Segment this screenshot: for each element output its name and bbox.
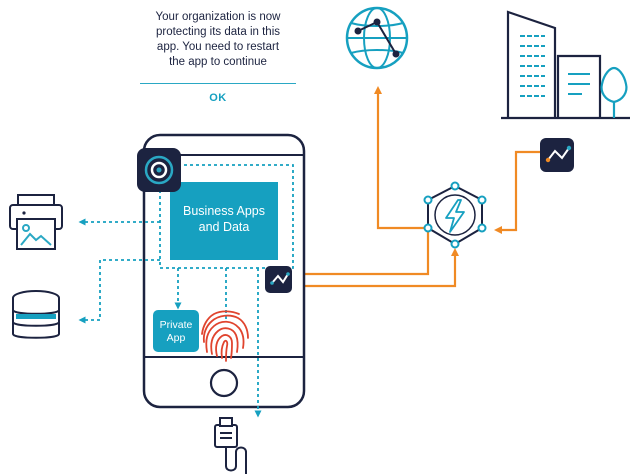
building-to-hub-line — [494, 150, 540, 234]
phone-to-hub-line-top — [292, 232, 430, 276]
connector-badge-icon — [540, 138, 574, 172]
connector-badge-icon — [265, 266, 292, 293]
business-apps-label-line2: and Data — [199, 220, 250, 234]
home-button[interactable] — [209, 368, 239, 398]
private-app-label-line1: Private — [160, 319, 193, 331]
dialog-message-line: the app to continue — [169, 56, 267, 68]
globe-icon — [345, 6, 409, 70]
private-app-tile[interactable]: Private App — [153, 310, 199, 352]
fingerprint-icon — [201, 310, 249, 362]
dialog-message-line: protecting its data in this — [155, 26, 280, 38]
phone-to-hub-line-bottom — [292, 248, 459, 288]
restart-dialog: Your organization is now protecting its … — [140, 10, 296, 104]
office-building-icon — [501, 10, 630, 120]
app-protection-icon — [137, 148, 181, 192]
dialog-message: Your organization is now protecting its … — [140, 10, 296, 70]
database-icon — [12, 290, 60, 339]
business-apps-box[interactable]: Business Apps and Data — [170, 182, 278, 260]
ok-button[interactable]: OK — [209, 92, 227, 104]
usb-cable-icon — [214, 417, 247, 474]
orange-connections — [292, 86, 540, 288]
printer-icon — [9, 194, 63, 250]
business-apps-label-line1: Business Apps — [183, 204, 265, 218]
teal-dotted-paths — [78, 164, 294, 418]
secure-gateway-hub-icon — [423, 181, 487, 249]
dialog-message-line: Your organization is now — [155, 11, 281, 23]
dialog-divider — [140, 83, 296, 84]
private-app-label-line2: App — [167, 332, 186, 344]
dialog-message-line: app. You need to restart — [156, 41, 280, 53]
hub-to-globe-line — [374, 86, 428, 230]
